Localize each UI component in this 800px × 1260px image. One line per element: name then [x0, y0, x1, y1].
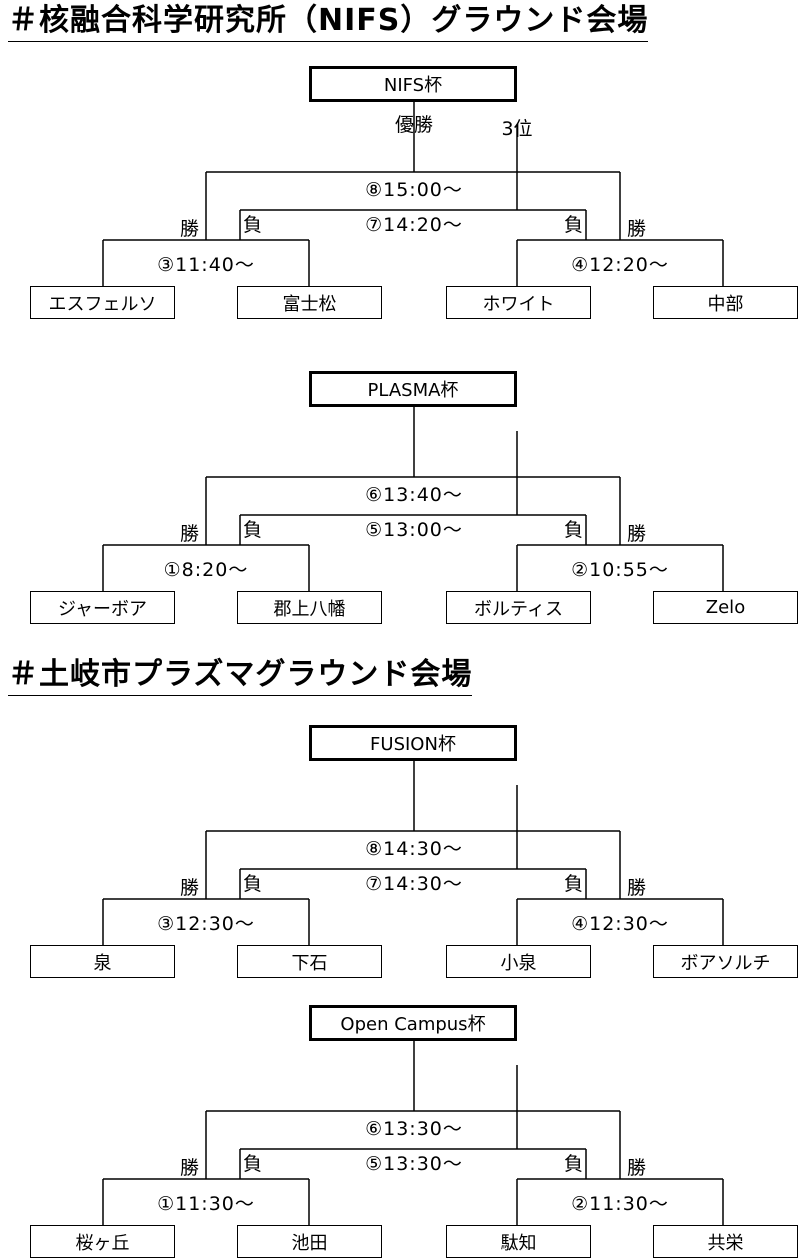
third-place-match-time: ⑤13:00～: [365, 519, 463, 541]
semifinal-left-time: ①8:20～: [163, 559, 249, 581]
bracket-lines: [102, 102, 724, 286]
bracket-lines: [102, 407, 724, 591]
semifinal-right-time: ②10:55～: [571, 559, 669, 581]
team-box: 駄知: [446, 1225, 591, 1258]
final-match-time: ⑥13:40～: [365, 484, 463, 506]
win-label-left: 勝: [180, 523, 200, 545]
semifinal-right-time: ④12:30～: [571, 913, 669, 935]
final-match-time: ⑧14:30～: [365, 838, 463, 860]
team-box: 共栄: [653, 1225, 798, 1258]
semifinal-right-time: ②11:30～: [571, 1193, 669, 1215]
cup-title: FUSION杯: [309, 725, 517, 761]
team-box: 小泉: [446, 945, 591, 978]
lose-label-right: 負: [564, 873, 584, 895]
bracket-lines: [102, 761, 724, 945]
cup-title: Open Campus杯: [309, 1005, 517, 1041]
win-label-left: 勝: [180, 1157, 200, 1179]
lose-label-left: 負: [243, 214, 263, 236]
third-place-label: 3位: [501, 118, 533, 140]
team-box: Zelo: [653, 591, 798, 624]
semifinal-left-time: ③11:40～: [157, 254, 255, 276]
bracket-3: FUSION杯 ⑧14:30～ ⑦14:30～ ③12:30～ ④12:30～ 勝 負 負 勝泉…: [0, 725, 800, 980]
team-box: 池田: [237, 1225, 382, 1258]
lose-label-right: 負: [564, 214, 584, 236]
champion-label: 優勝: [394, 114, 434, 136]
win-label-right: 勝: [627, 877, 647, 899]
team-box: ジャーボア: [30, 591, 175, 624]
team-box: 下石: [237, 945, 382, 978]
win-label-right: 勝: [627, 218, 647, 240]
semifinal-left-time: ①11:30～: [157, 1193, 255, 1215]
semifinal-left-time: ③12:30～: [157, 913, 255, 935]
team-box: 泉: [30, 945, 175, 978]
third-place-match-time: ⑦14:30～: [365, 873, 463, 895]
cup-title: PLASMA杯: [309, 371, 517, 407]
venue-heading-nifs: ＃核融合科学研究所（NIFS）グラウンド会場: [8, 3, 649, 42]
win-label-right: 勝: [627, 523, 647, 545]
lose-label-right: 負: [564, 1153, 584, 1175]
venue-heading-toki: ＃土岐市プラズマグラウンド会場: [8, 657, 473, 696]
team-box: 桜ヶ丘: [30, 1225, 175, 1258]
venue-heading-text: ＃核融合科学研究所（NIFS）グラウンド会場: [8, 3, 649, 38]
cup-title: NIFS杯: [309, 66, 517, 102]
lose-label-right: 負: [564, 519, 584, 541]
team-box: 中部: [653, 286, 798, 319]
bracket-4: Open Campus杯 ⑥13:30～ ⑤13:30～ ①11:30～ ②11:30～…: [0, 1005, 800, 1260]
team-box: ボアソルチ: [653, 945, 798, 978]
third-place-match-time: ⑦14:20～: [365, 214, 463, 236]
third-place-match-time: ⑤13:30～: [365, 1153, 463, 1175]
final-match-time: ⑧15:00～: [365, 179, 463, 201]
win-label-right: 勝: [627, 1157, 647, 1179]
win-label-left: 勝: [180, 877, 200, 899]
venue-heading-text: ＃土岐市プラズマグラウンド会場: [8, 657, 473, 692]
team-box: ボルティス: [446, 591, 591, 624]
lose-label-left: 負: [243, 519, 263, 541]
bracket-2: PLASMA杯 ⑥13:40～ ⑤13:00～ ①8:20～ ②10:55～ 勝 負 負 勝ジャ…: [0, 371, 800, 626]
team-box: 富士松: [237, 286, 382, 319]
heading-underline: [8, 41, 649, 42]
semifinal-right-time: ④12:20～: [571, 254, 669, 276]
team-box: ホワイト: [446, 286, 591, 319]
bracket-1: NIFS杯優勝 3位 ⑧15:00～ ⑦14:20～ ③11:40～ ④12:20～ 勝 負 負…: [0, 66, 800, 321]
bracket-lines: [102, 1041, 724, 1225]
lose-label-left: 負: [243, 873, 263, 895]
team-box: 郡上八幡: [237, 591, 382, 624]
win-label-left: 勝: [180, 218, 200, 240]
final-match-time: ⑥13:30～: [365, 1118, 463, 1140]
team-box: エスフェルソ: [30, 286, 175, 319]
lose-label-left: 負: [243, 1153, 263, 1175]
heading-underline: [8, 695, 473, 696]
